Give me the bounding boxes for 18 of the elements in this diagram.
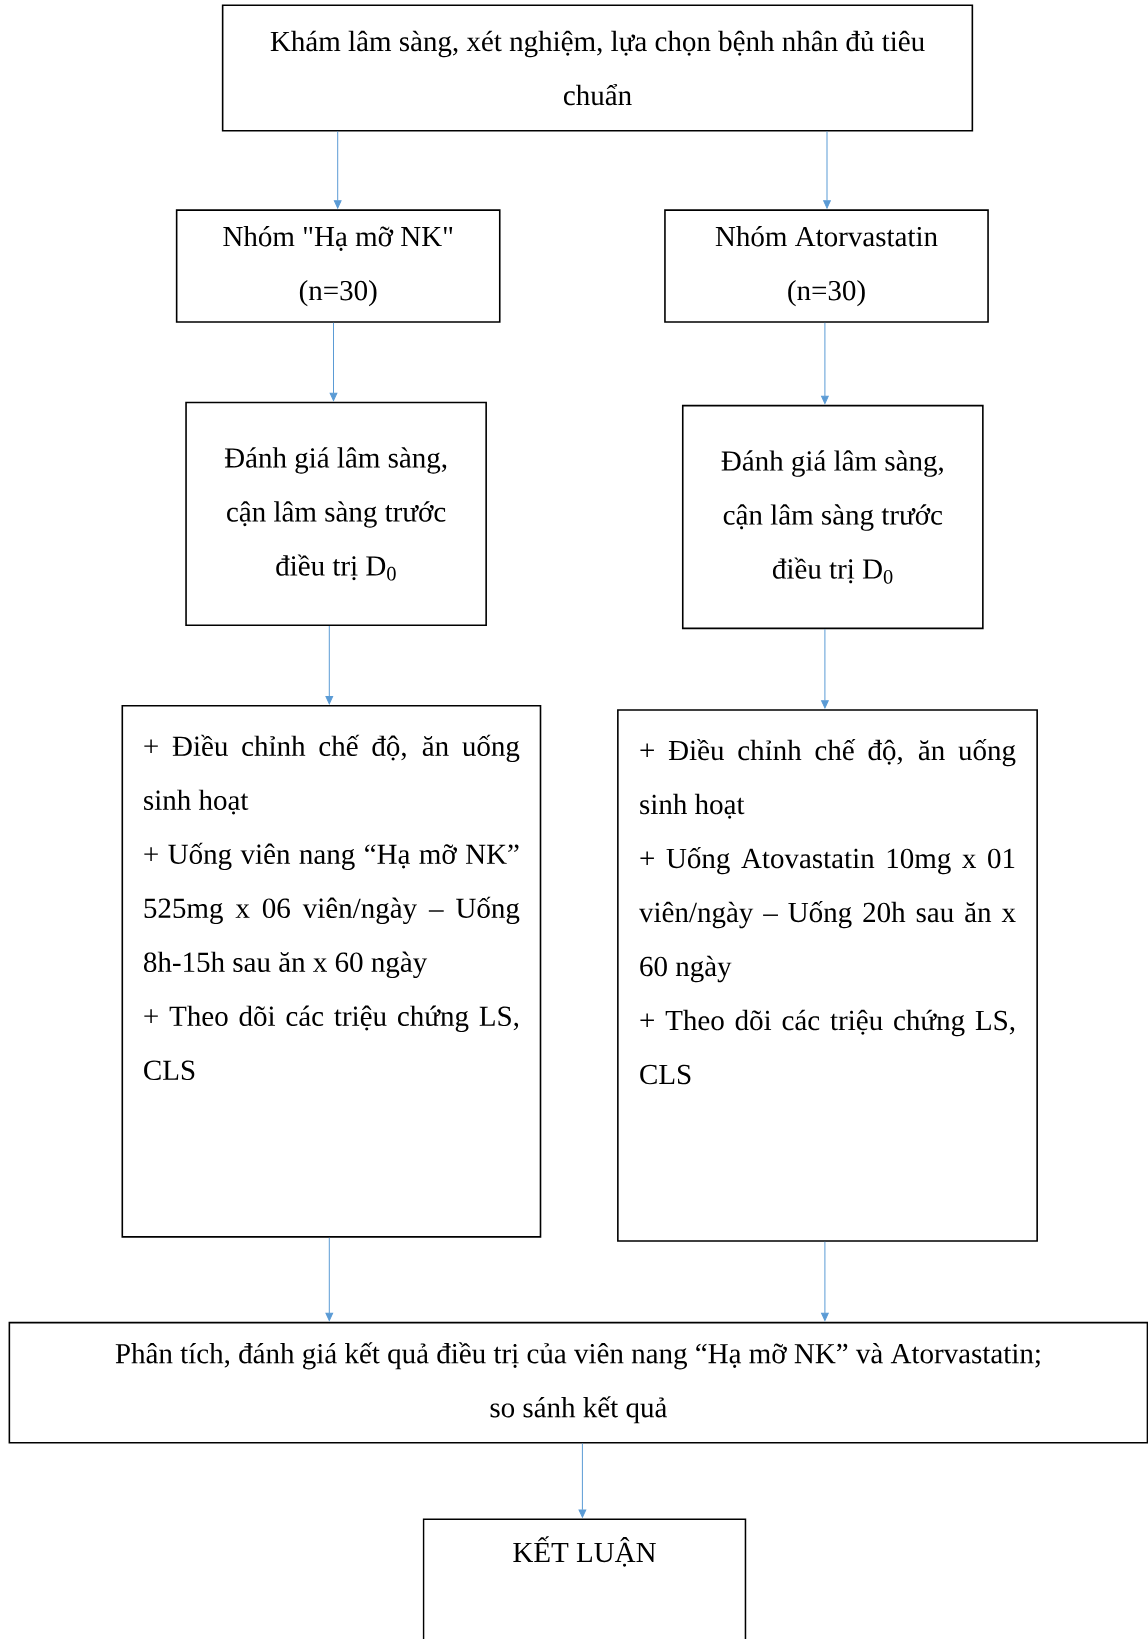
- process-box: Nhóm "Hạ mỡ NK" (n=30): [175, 209, 501, 323]
- process-box: Khám lâm sàng, xét nghiệm, lựa chọn bệnh nhân đủ tiêu chuẩn: [221, 4, 974, 132]
- arrow: [821, 322, 829, 405]
- process-box: + Điều chỉnh chế độ, ăn uống sinh hoạt + Uống viên nang “Hạ mỡ NK” 525mg x 06 viên/ngày – Uống 8h-15h sau ăn x 60 ngày + Theo dõi các triệu chứng LS, CLS: [121, 704, 542, 1238]
- arrow: [325, 1237, 334, 1322]
- arrow: [333, 131, 342, 209]
- process-box: Nhóm Atorvastatin (n=30): [664, 209, 989, 323]
- process-box: Đánh giá lâm sàng, cận lâm sàng trước điều trị D$_{0}$: [185, 401, 487, 627]
- arrow: [821, 1241, 829, 1322]
- process-box: Phân tích, đánh giá kết quả điều trị của viên nang “Hạ mỡ NK” và Atorvastatin; so sánh kết quả: [8, 1321, 1148, 1444]
- arrow: [823, 131, 831, 209]
- arrow: [329, 322, 338, 402]
- process-box: + Điều chỉnh chế độ, ăn uống sinh hoạt + Uống Atovastatin 10mg x 01 viên/ngày – Uống 20h sau ăn x 60 ngày + Theo dõi các triệu chứng LS, CLS: [617, 709, 1038, 1242]
- process-box: KẾT LUẬN: [422, 1518, 747, 1639]
- arrow: [578, 1443, 587, 1518]
- arrow: [325, 625, 334, 705]
- process-box: Đánh giá lâm sàng, cận lâm sàng trước điều trị D$_{0}$: [681, 404, 984, 630]
- arrow: [821, 628, 829, 709]
